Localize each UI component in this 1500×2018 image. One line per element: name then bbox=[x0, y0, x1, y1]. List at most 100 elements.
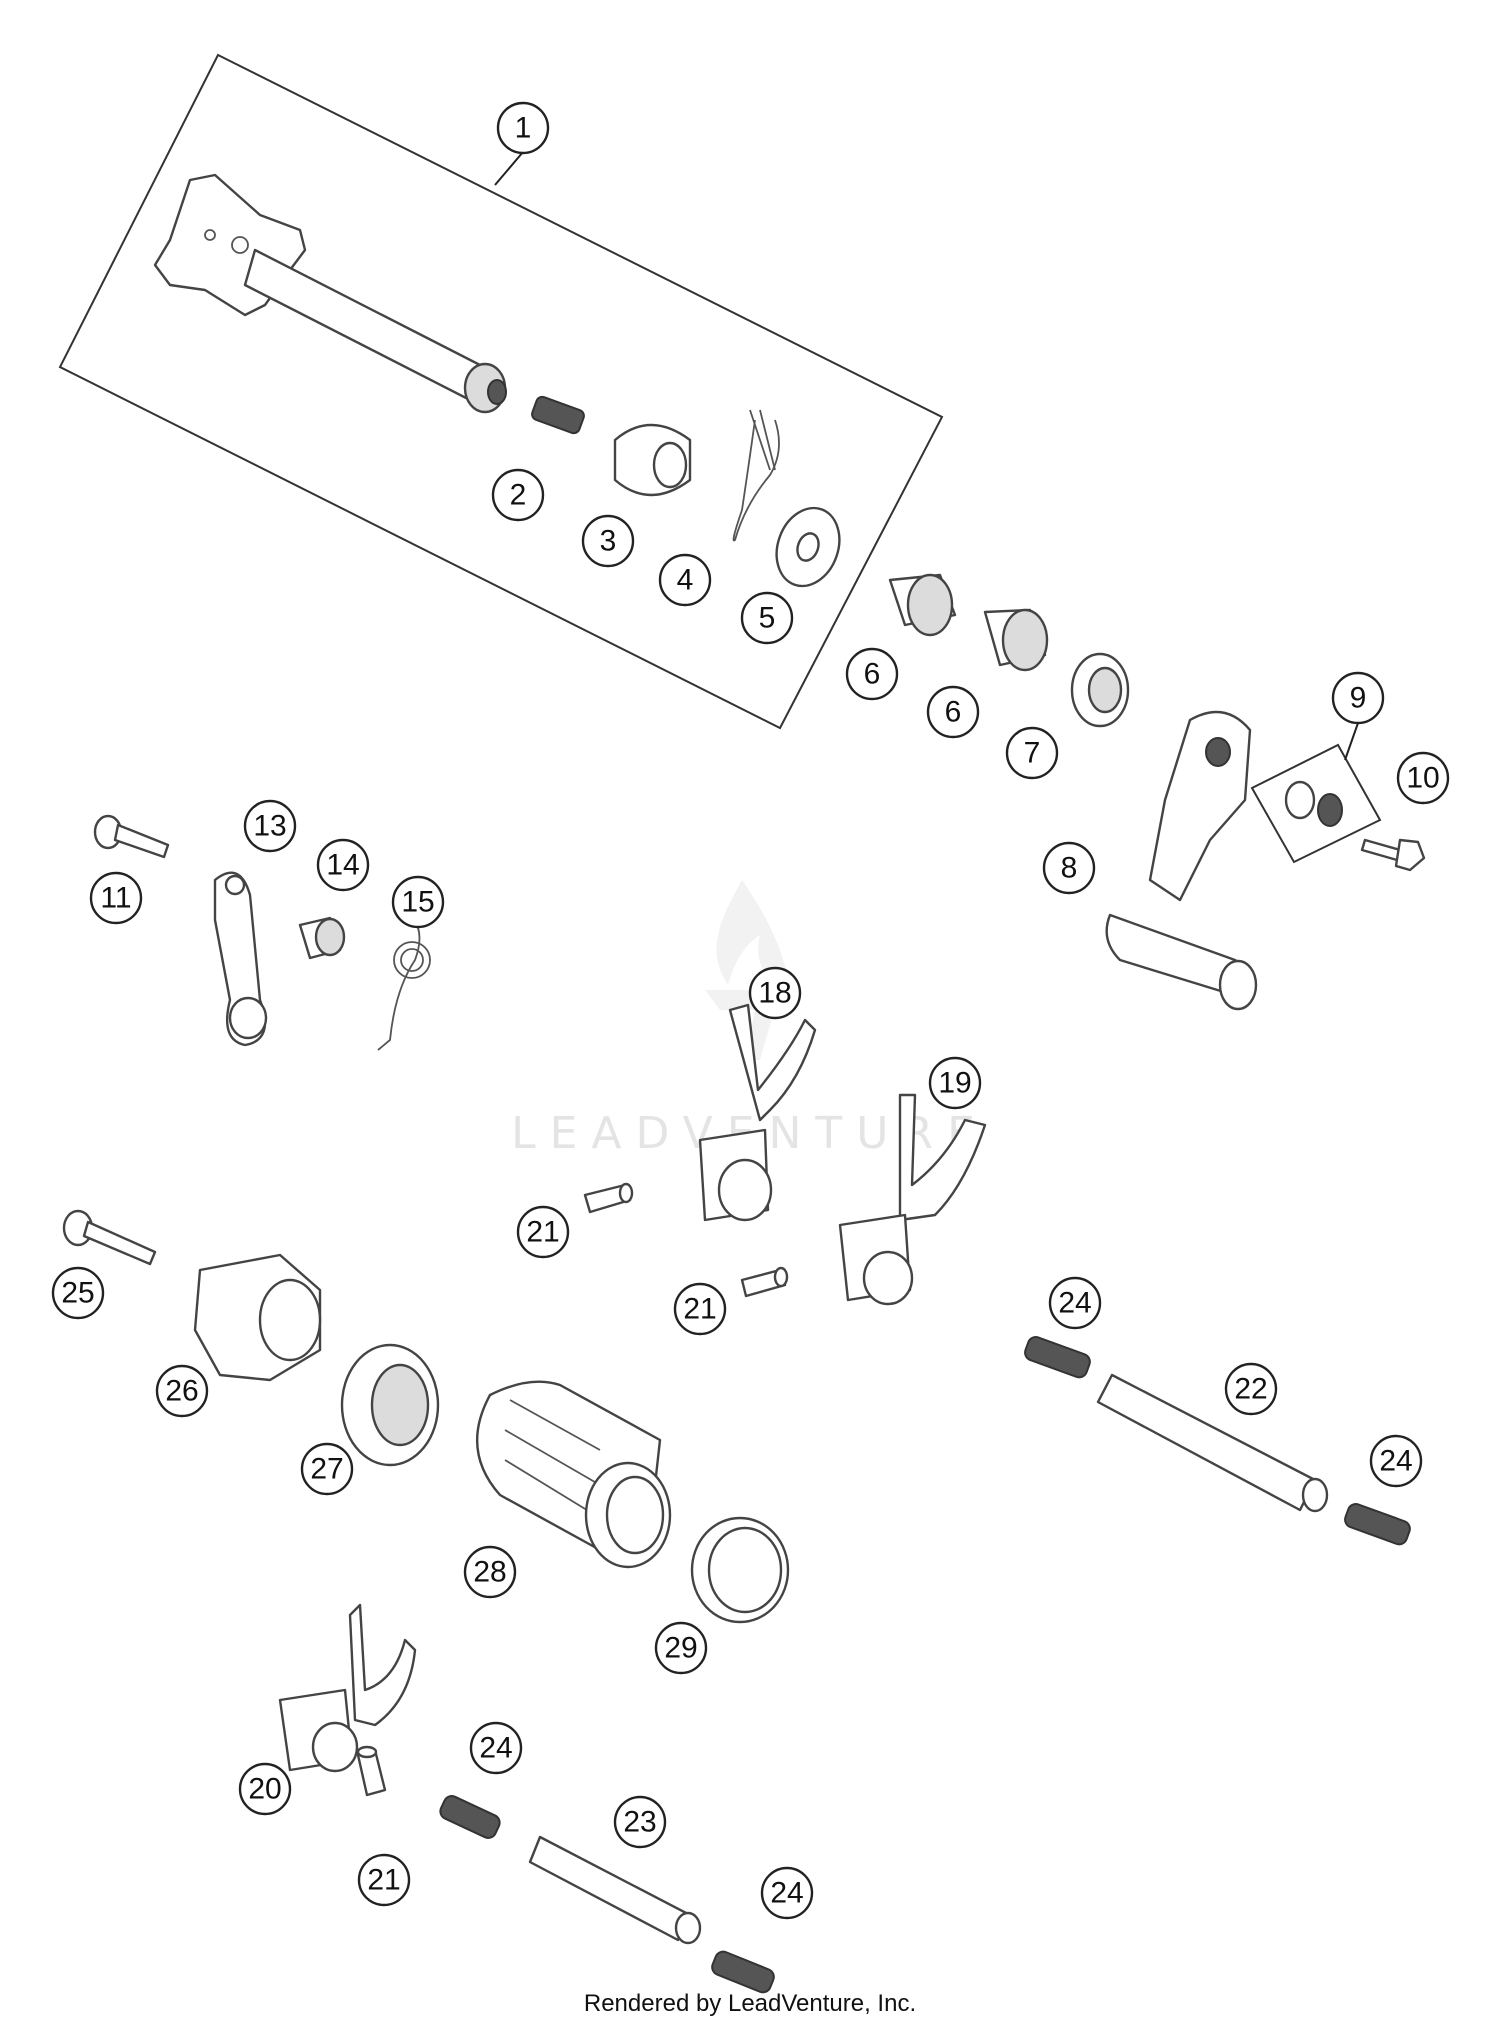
bushing-part-3 bbox=[613, 423, 692, 497]
callout-29: 29 bbox=[654, 1621, 708, 1675]
assembly-1-frame bbox=[58, 53, 944, 730]
leader-lines bbox=[494, 151, 1359, 761]
callout-6b: 6 bbox=[926, 685, 980, 739]
bolt-part-25 bbox=[62, 1209, 157, 1266]
callout-14: 14 bbox=[316, 838, 370, 892]
callout-label: 23 bbox=[623, 1806, 656, 1839]
seal-part-7 bbox=[1070, 652, 1130, 728]
callout-label: 24 bbox=[1058, 1287, 1091, 1320]
callout-4: 4 bbox=[658, 553, 712, 607]
callout-label: 10 bbox=[1406, 762, 1439, 795]
callout-9: 9 bbox=[1331, 671, 1385, 725]
callout-24c: 24 bbox=[469, 1721, 523, 1775]
roller-part-14 bbox=[298, 916, 346, 960]
callout-label: 29 bbox=[664, 1632, 697, 1665]
callout-label: 6 bbox=[864, 658, 881, 691]
callout-21b: 21 bbox=[673, 1282, 727, 1336]
callout-21a: 21 bbox=[516, 1205, 570, 1259]
callout-label: 25 bbox=[61, 1277, 94, 1310]
callout-20: 20 bbox=[238, 1762, 292, 1816]
callout-13: 13 bbox=[243, 799, 297, 853]
callout-label: 2 bbox=[510, 479, 527, 512]
callout-label: 24 bbox=[770, 1877, 803, 1910]
callout-26: 26 bbox=[155, 1364, 209, 1418]
callout-18: 18 bbox=[748, 966, 802, 1020]
shift-fork-part-20 bbox=[278, 1603, 417, 1773]
callout-8: 8 bbox=[1042, 841, 1096, 895]
callout-label: 24 bbox=[1379, 1445, 1412, 1478]
spring-part-24d bbox=[711, 1950, 775, 1994]
fork-shaft-part-23 bbox=[528, 1835, 702, 1945]
bushing-part-6a bbox=[888, 573, 957, 637]
bearing-part-9 bbox=[1284, 780, 1343, 827]
shift-shaft-part bbox=[153, 173, 507, 414]
callout-7: 7 bbox=[1005, 726, 1059, 780]
callout-25: 25 bbox=[51, 1266, 105, 1320]
callout-label: 6 bbox=[945, 696, 962, 729]
callout-28: 28 bbox=[463, 1545, 517, 1599]
spring-part-2 bbox=[531, 395, 585, 435]
callout-label: 21 bbox=[367, 1864, 400, 1897]
callout-21c: 21 bbox=[357, 1853, 411, 1907]
spring-clip-part-4 bbox=[732, 409, 780, 542]
callout-label: 19 bbox=[938, 1067, 971, 1100]
callout-3: 3 bbox=[581, 514, 635, 568]
callout-label: 5 bbox=[759, 602, 776, 635]
callout-label: 1 bbox=[515, 112, 532, 145]
bearing-part-27 bbox=[340, 1343, 440, 1467]
callout-23: 23 bbox=[613, 1795, 667, 1849]
callout-label: 26 bbox=[165, 1375, 198, 1408]
callout-11: 11 bbox=[89, 871, 143, 925]
washer-part-5 bbox=[775, 506, 841, 588]
shift-lever-part-8 bbox=[1105, 710, 1258, 1011]
bolt-part-10 bbox=[1360, 838, 1426, 872]
callout-label: 14 bbox=[326, 849, 359, 882]
spring-part-24b bbox=[1344, 1503, 1411, 1546]
callout-label: 4 bbox=[677, 564, 694, 597]
bushing-part-6b bbox=[983, 608, 1049, 672]
callout-label: 27 bbox=[310, 1453, 343, 1486]
callout-label: 20 bbox=[248, 1773, 281, 1806]
callout-label: 22 bbox=[1234, 1373, 1267, 1406]
callout-1: 1 bbox=[496, 101, 550, 155]
callout-24d: 24 bbox=[760, 1866, 814, 1920]
callout-24b: 24 bbox=[1369, 1434, 1423, 1488]
bolt-part-11 bbox=[93, 814, 170, 859]
callout-27: 27 bbox=[300, 1442, 354, 1496]
callout-label: 28 bbox=[473, 1556, 506, 1589]
callout-label: 24 bbox=[479, 1732, 512, 1765]
shift-drum-part-28 bbox=[475, 1380, 672, 1569]
footer-credit: Rendered by LeadVenture, Inc. bbox=[583, 1990, 917, 2017]
callout-2: 2 bbox=[491, 468, 545, 522]
pin-part-21a bbox=[583, 1182, 634, 1214]
pin-part-21c bbox=[356, 1745, 387, 1797]
shift-fork-part-18 bbox=[698, 1003, 817, 1222]
callout-22: 22 bbox=[1224, 1362, 1278, 1416]
callout-label: 13 bbox=[253, 810, 286, 843]
callout-label: 21 bbox=[526, 1216, 559, 1249]
fork-shaft-part-22 bbox=[1096, 1373, 1329, 1513]
callout-label: 11 bbox=[100, 882, 131, 915]
callout-label: 18 bbox=[758, 977, 791, 1010]
assembly-9-frame bbox=[1250, 743, 1382, 864]
callout-label: 9 bbox=[1350, 682, 1367, 715]
shift-fork-part-19 bbox=[838, 1093, 987, 1306]
callout-5: 5 bbox=[740, 591, 794, 645]
pin-part-21b bbox=[740, 1266, 789, 1298]
callout-label: 21 bbox=[683, 1293, 716, 1326]
lever-part-13 bbox=[213, 871, 268, 1047]
spring-part-24a bbox=[1024, 1336, 1091, 1379]
callout-label: 7 bbox=[1024, 737, 1041, 770]
callout-label: 3 bbox=[600, 525, 617, 558]
shift-cam-part-26 bbox=[193, 1253, 322, 1382]
callout-label: 8 bbox=[1061, 852, 1078, 885]
callout-19: 19 bbox=[928, 1056, 982, 1110]
callout-10: 10 bbox=[1396, 751, 1450, 805]
spring-part-24c bbox=[439, 1795, 501, 1839]
callout-label: 15 bbox=[401, 886, 434, 919]
callout-24a: 24 bbox=[1048, 1276, 1102, 1330]
bearing-ring-part-29 bbox=[690, 1516, 790, 1624]
callout-15: 15 bbox=[391, 875, 445, 929]
callout-6a: 6 bbox=[845, 647, 899, 701]
